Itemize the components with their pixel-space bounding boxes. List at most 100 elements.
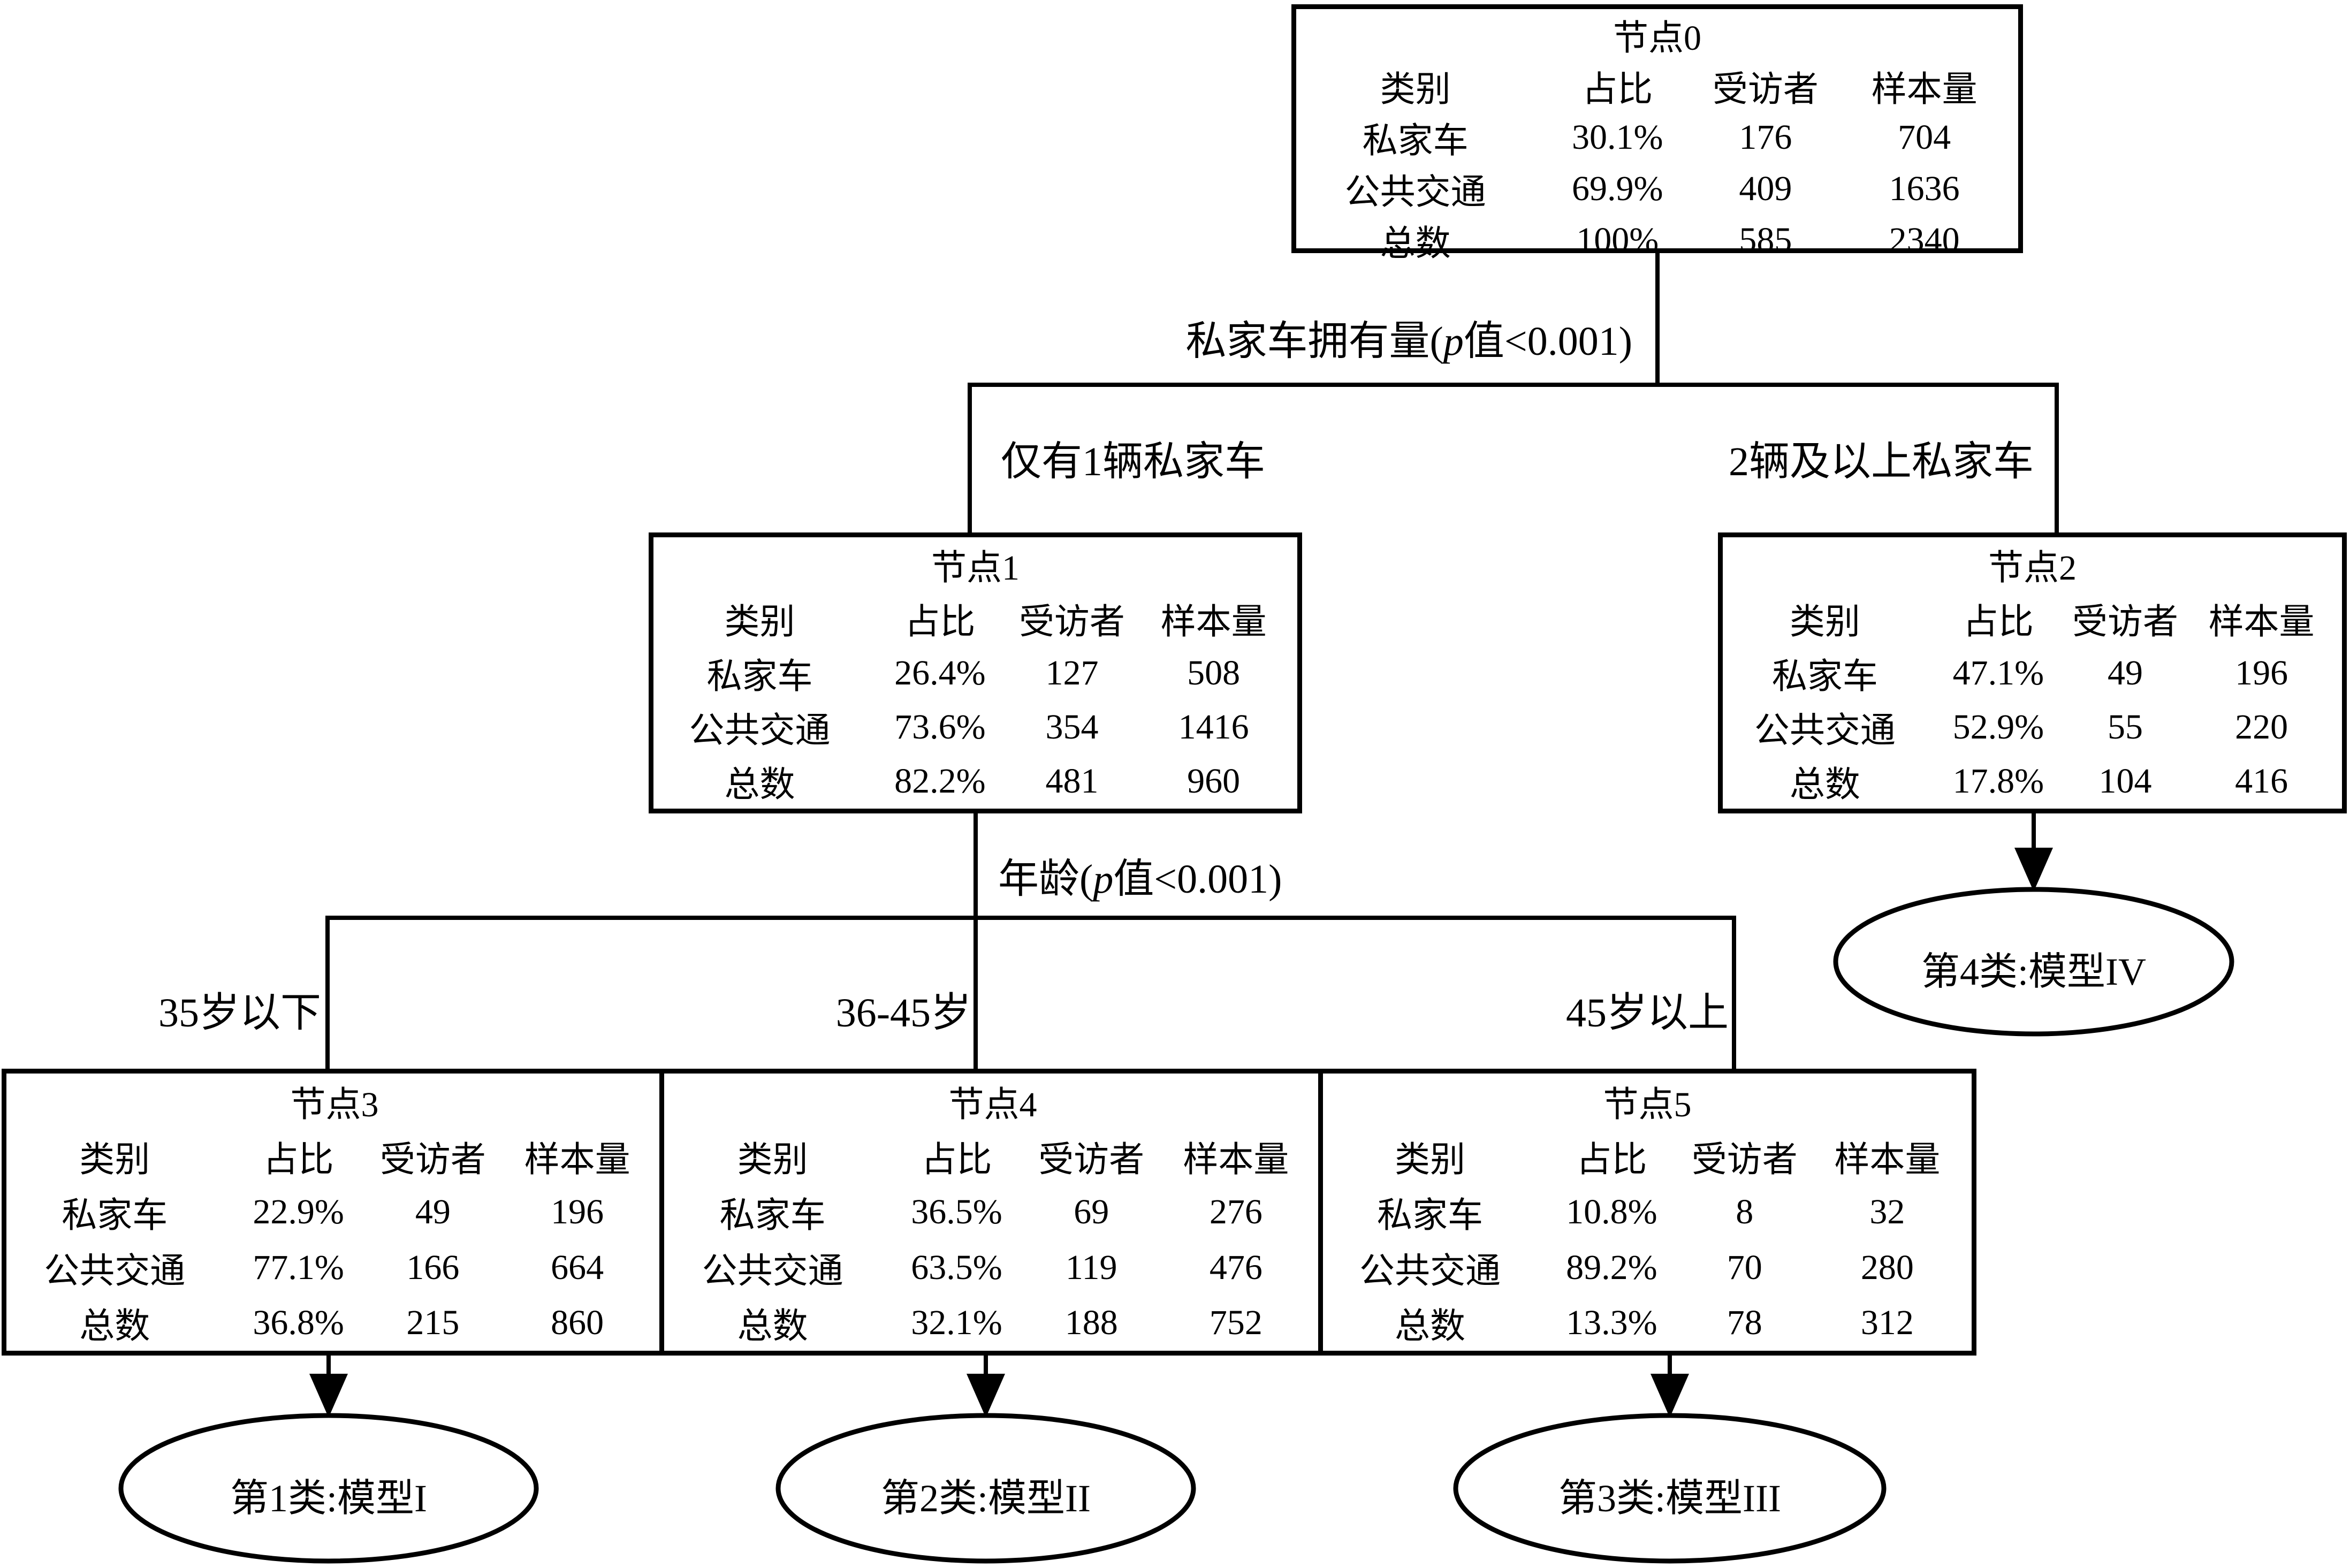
cell: 354 (1045, 707, 1099, 747)
column-header: 样本量 (524, 1140, 630, 1180)
arrow-node3-leaf1-head (309, 1374, 348, 1418)
column-header: 受访者 (1038, 1140, 1145, 1180)
cell: 176 (1739, 118, 1792, 157)
split-label-text: 值<0.001) (1113, 857, 1282, 902)
split-label-car-ownership: 私家车拥有量(p值<0.001) (1186, 308, 1632, 367)
leaf-ellipse-2 (775, 1413, 1196, 1564)
column-header: 受访者 (2072, 603, 2179, 642)
cell: 私家车 (1362, 121, 1469, 161)
cell: 公共交通 (1359, 1251, 1501, 1291)
column-header: 样本量 (1871, 70, 1978, 109)
tree-node-4: 节点4 类别 占比 受访者 样本量 私家车 36.5% 69 276 公共交通 … (659, 1069, 1326, 1356)
node-row: 公共交通 63.5% 119 476 (664, 1240, 1321, 1296)
cell: 77.1% (253, 1247, 344, 1287)
column-header: 类别 (1394, 1140, 1465, 1180)
node-row: 总数 82.2% 481 960 (653, 755, 1297, 809)
cell: 476 (1209, 1247, 1263, 1287)
cell: 276 (1209, 1192, 1263, 1231)
cell: 私家车 (706, 657, 813, 696)
cell: 860 (551, 1303, 604, 1343)
tree-node-3: 节点3 类别 占比 受访者 样本量 私家车 22.9% 49 196 公共交通 … (2, 1069, 667, 1356)
node-header-row: 类别 占比 受访者 样本量 (1296, 60, 2018, 112)
branch-label-two-plus-cars: 2辆及以上私家车 (1729, 439, 2034, 484)
cell: 总数 (724, 765, 795, 805)
node-row: 私家车 36.5% 69 276 (664, 1184, 1321, 1240)
cell: 私家车 (719, 1196, 826, 1235)
cell: 公共交通 (44, 1251, 186, 1291)
cell: 119 (1065, 1247, 1117, 1287)
node-row: 私家车 10.8% 8 32 (1323, 1184, 1972, 1240)
column-header: 占比 (263, 1140, 334, 1180)
cell: 70 (1727, 1247, 1762, 1287)
split-label-text: 年龄( (998, 857, 1093, 902)
cell: 49 (415, 1192, 451, 1231)
cell: 704 (1898, 118, 1951, 157)
node-row: 私家车 30.1% 176 704 (1296, 112, 2018, 163)
leaf-ellipse-3 (1453, 1413, 1887, 1564)
column-header: 类别 (737, 1140, 808, 1180)
node-title: 节点3 (290, 1085, 379, 1124)
tree-node-1: 节点1 类别 占比 受访者 样本量 私家车 26.4% 127 508 公共交通… (649, 532, 1302, 813)
leaf-ellipse-1 (118, 1413, 539, 1564)
p-value-variable: p (1093, 857, 1114, 902)
node-row: 公共交通 77.1% 166 664 (6, 1240, 663, 1296)
cell: 1416 (1178, 707, 1249, 747)
column-header: 受访者 (1712, 70, 1819, 109)
cell: 196 (551, 1192, 604, 1231)
node-row: 总数 36.8% 215 860 (6, 1295, 663, 1351)
split-label-text: 值<0.001) (1463, 319, 1632, 364)
cell: 公共交通 (1754, 711, 1896, 750)
split-label-text: 私家车拥有量( (1185, 319, 1443, 364)
cell: 89.2% (1566, 1247, 1657, 1287)
column-header: 受访者 (379, 1140, 486, 1180)
cell: 22.9% (253, 1192, 344, 1231)
column-header: 样本量 (1160, 603, 1267, 642)
node-header-row: 类别 占比 受访者 样本量 (664, 1129, 1321, 1185)
node-row: 公共交通 89.2% 70 280 (1323, 1240, 1972, 1296)
cell: 1636 (1889, 169, 1960, 208)
column-header: 类别 (1380, 70, 1451, 109)
node-header-row: 类别 占比 受访者 样本量 (1723, 591, 2342, 645)
cell: 752 (1209, 1303, 1263, 1343)
node-row: 总数 100% 585 2340 (1296, 215, 2018, 266)
cell: 63.5% (911, 1247, 1002, 1287)
column-header: 样本量 (1834, 1140, 1941, 1180)
p-value-variable: p (1443, 319, 1464, 364)
column-header: 占比 (1582, 70, 1653, 109)
cell: 10.8% (1566, 1192, 1657, 1231)
node-title: 节点0 (1613, 19, 1701, 58)
cell: 960 (1187, 762, 1241, 801)
cell: 664 (551, 1247, 604, 1287)
cell: 30.1% (1572, 118, 1663, 157)
cell: 52.9% (1952, 707, 2044, 747)
cell: 总数 (1789, 765, 1860, 805)
cell: 188 (1064, 1303, 1118, 1343)
node-row: 总数 13.3% 78 312 (1323, 1295, 1972, 1351)
cell: 127 (1045, 653, 1099, 692)
tree-node-0: 节点0 类别 占比 受访者 样本量 私家车 30.1% 176 704 公共交通… (1291, 4, 2023, 263)
cell: 36.5% (911, 1192, 1002, 1231)
cell: 32 (1869, 1192, 1905, 1231)
node-title: 节点4 (948, 1085, 1037, 1124)
cell: 69.9% (1572, 169, 1663, 208)
node-row: 私家车 26.4% 127 508 (653, 646, 1297, 700)
tree-node-5: 节点5 类别 占比 受访者 样本量 私家车 10.8% 8 32 公共交通 89… (1318, 1069, 1976, 1356)
leaf-ellipse-4 (1833, 887, 2234, 1037)
cell: 私家车 (1376, 1196, 1483, 1235)
split-label-age: 年龄(p值<0.001) (998, 846, 1282, 904)
cell: 166 (406, 1247, 460, 1287)
cell: 32.1% (911, 1303, 1002, 1343)
cell: 公共交通 (689, 711, 831, 750)
node-header-row: 类别 占比 受访者 样本量 (653, 591, 1297, 645)
leaf-label-model-1: 第1类:模型I (230, 1477, 427, 1520)
cell: 55 (2108, 707, 2143, 747)
node-row: 私家车 22.9% 49 196 (6, 1184, 663, 1240)
cell: 8 (1736, 1192, 1754, 1231)
column-header: 类别 (724, 603, 795, 642)
cell: 17.8% (1952, 762, 2044, 801)
node-row: 总数 17.8% 104 416 (1723, 755, 2342, 809)
cell: 49 (2108, 653, 2143, 692)
column-header: 类别 (79, 1140, 150, 1180)
cell: 公共交通 (702, 1251, 843, 1291)
column-header: 占比 (1963, 603, 2034, 642)
